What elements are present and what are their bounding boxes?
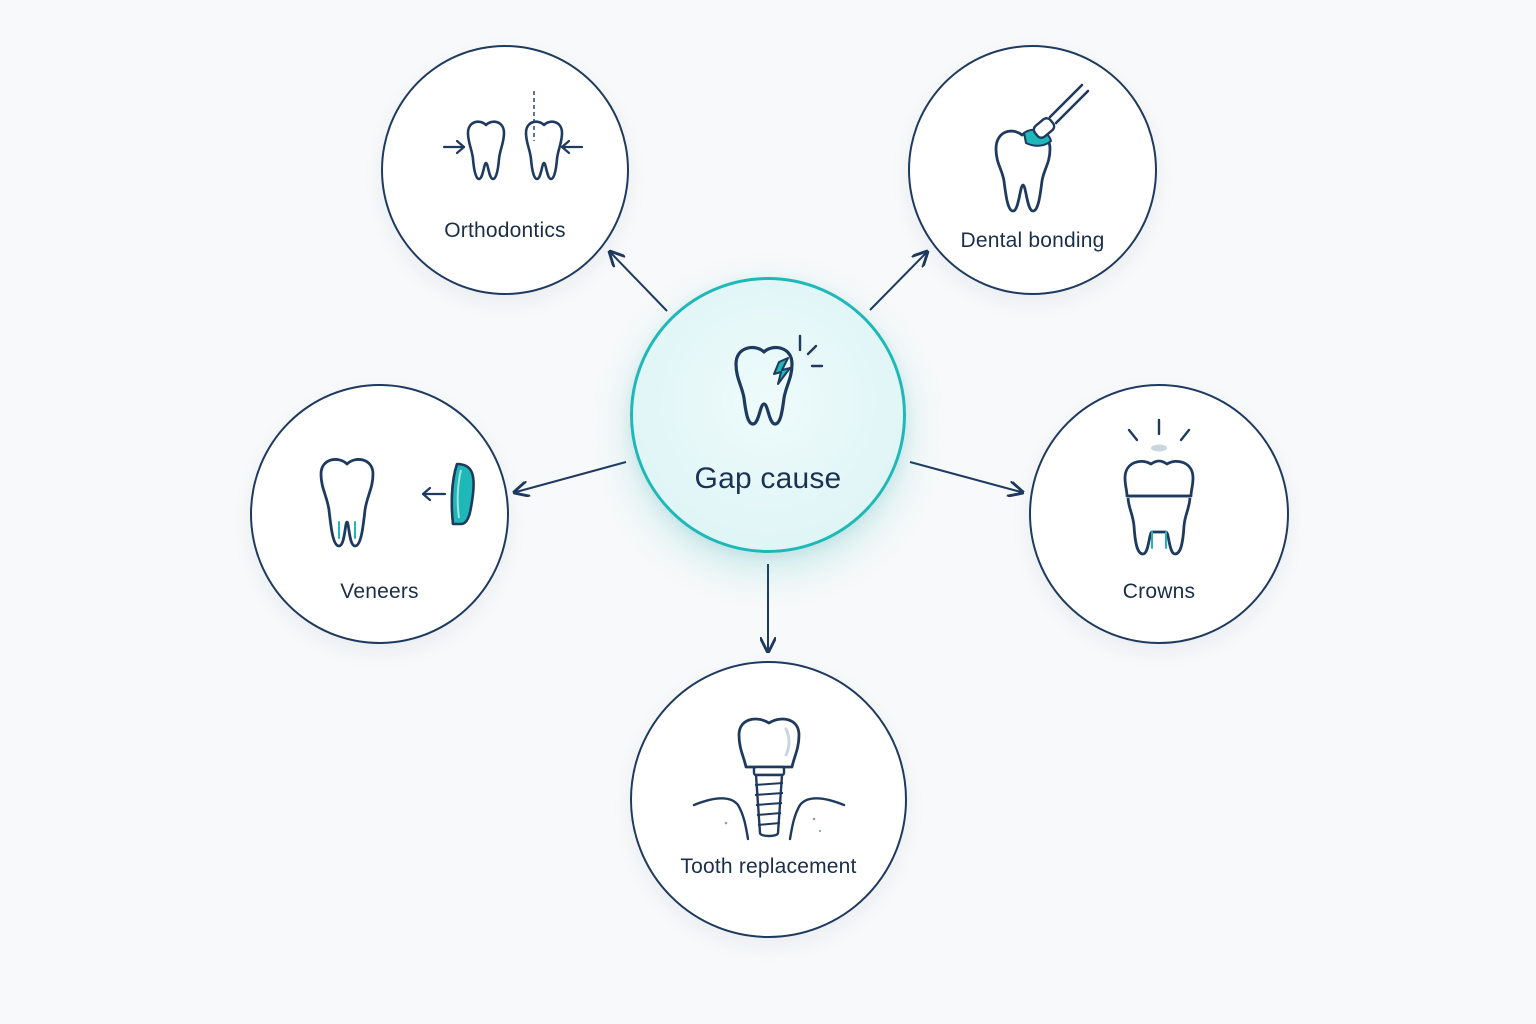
bonding-tool-tooth-icon [994, 83, 1089, 213]
label-orthodontics: Orthodontics [444, 219, 566, 242]
node-tooth-replacement: Tooth replacement [630, 661, 907, 938]
teeth-closing-gap-icon [442, 91, 584, 181]
veneer-tooth-icon [319, 458, 475, 548]
node-veneers: Veneers [250, 384, 509, 644]
arrow-to-bonding [869, 253, 926, 311]
node-dental-bonding: Dental bonding [908, 45, 1157, 295]
crown-tooth-icon [1123, 418, 1195, 556]
node-orthodontics: Orthodontics [381, 45, 629, 295]
node-crowns: Crowns [1029, 384, 1289, 644]
arrow-to-orthodontics [611, 253, 668, 312]
center-node-gap-cause: Gap cause [630, 277, 906, 553]
label-dental-bonding: Dental bonding [960, 229, 1105, 252]
label-crowns: Crowns [1122, 580, 1196, 603]
label-tooth-replacement: Tooth replacement [680, 855, 857, 878]
center-label: Gap cause [694, 462, 842, 495]
dental-implant-icon [692, 717, 845, 841]
arrow-to-crowns [909, 461, 1021, 492]
arrow-to-veneers [516, 461, 627, 492]
chipped-tooth-icon [734, 334, 824, 426]
label-veneers: Veneers [340, 580, 419, 603]
